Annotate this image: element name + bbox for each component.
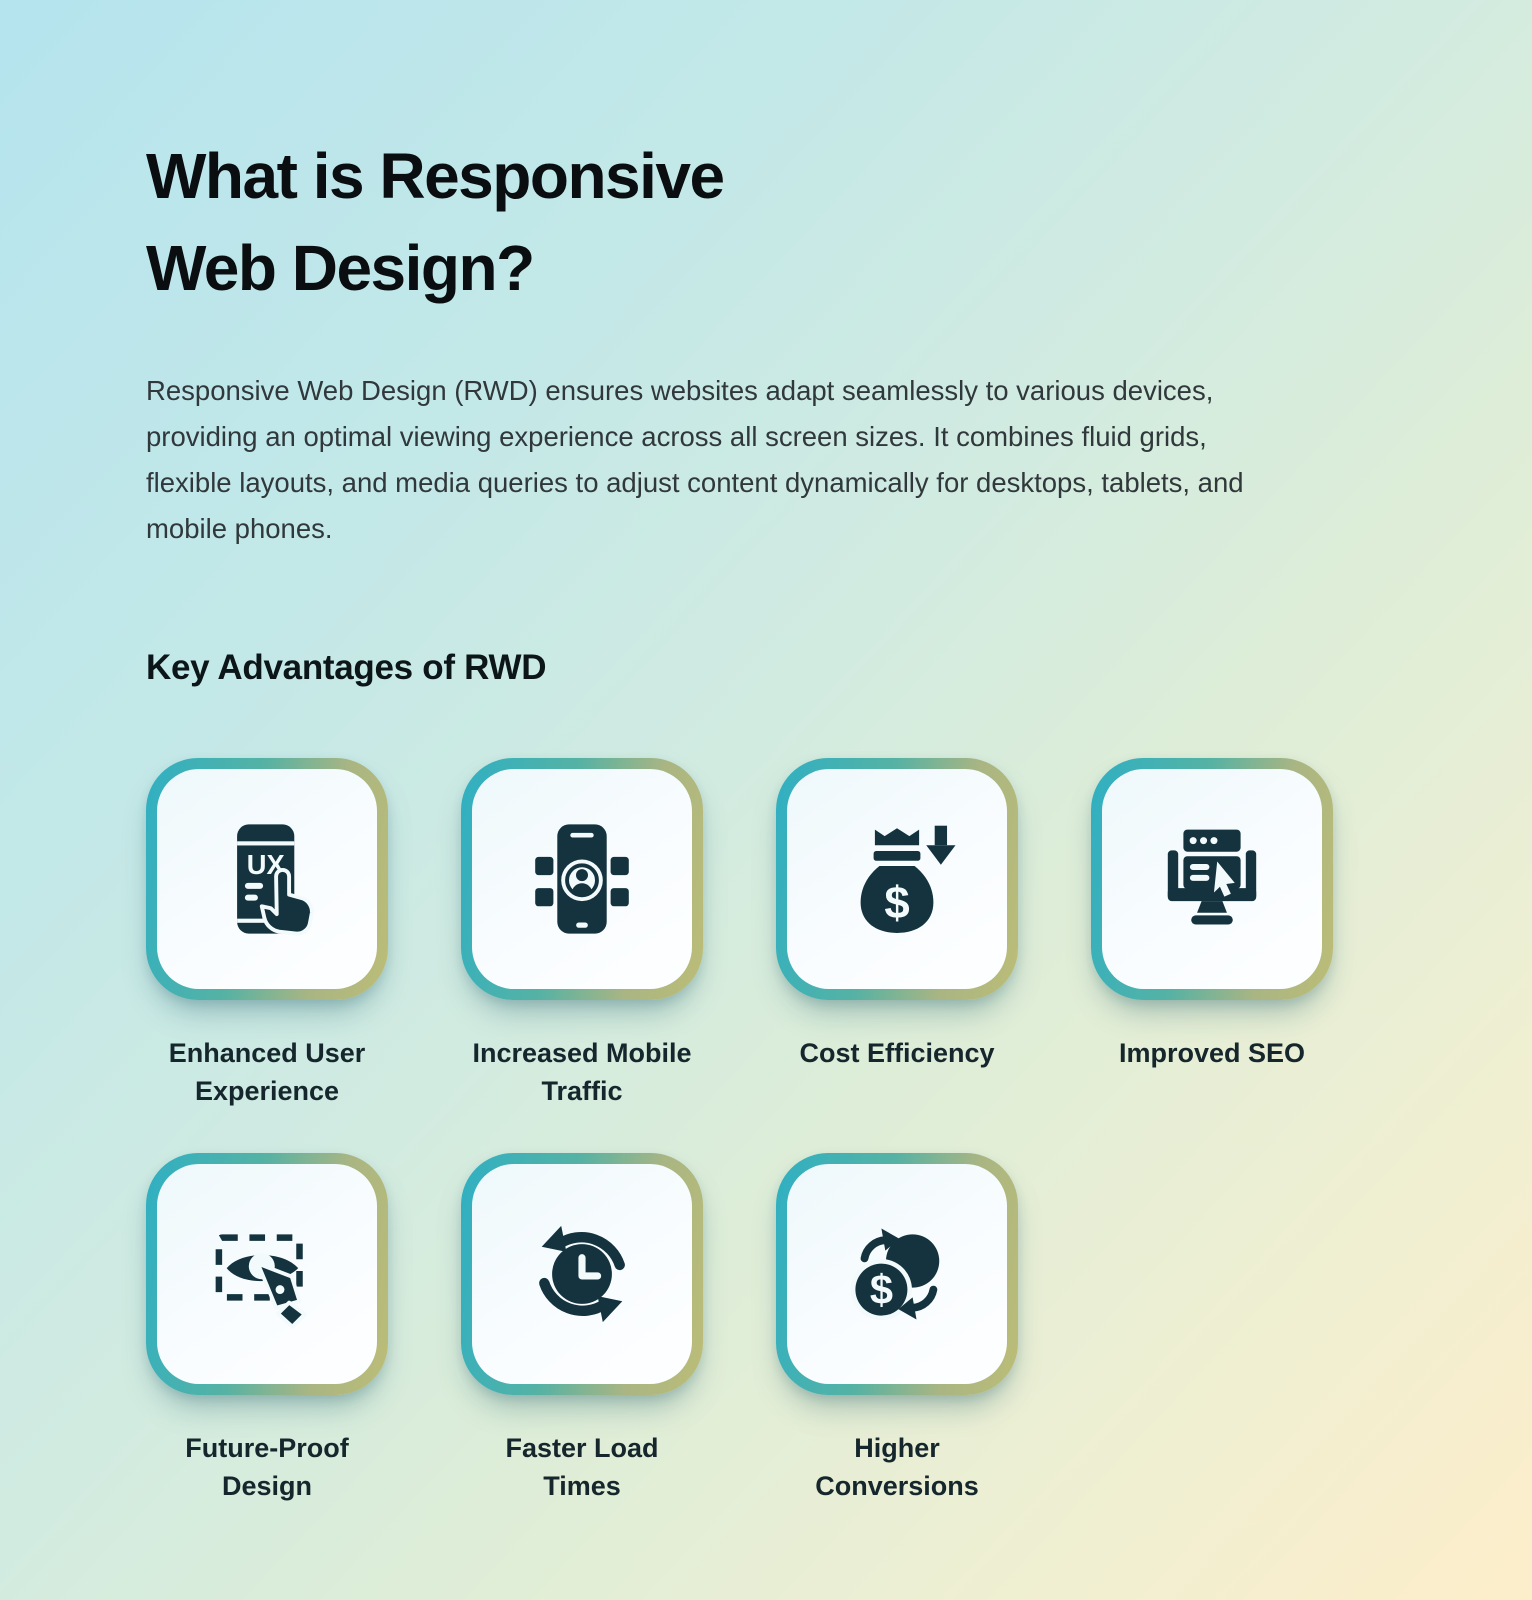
page-title-line1: What is Responsive [146, 140, 725, 212]
currency-exchange-icon: $ [850, 1228, 940, 1321]
card-frame: $ [776, 758, 1018, 1000]
advantage-card-improved-seo: Improved SEO [1091, 758, 1333, 1153]
card-inner [472, 769, 692, 989]
card-frame: $ [776, 1153, 1018, 1395]
advantage-card-cost-efficiency: $ Cost Efficiency [776, 758, 1018, 1153]
card-frame [461, 758, 703, 1000]
advantage-label: Enhanced User Experience [168, 1038, 366, 1106]
design-eye-pen-icon [215, 1234, 307, 1329]
advantage-label: Cost Efficiency [799, 1038, 995, 1068]
ux-phone-touch-icon: UX [237, 824, 314, 936]
advantage-label: Increased Mobile Traffic [472, 1038, 692, 1106]
advantage-card-increased-mobile-traffic: Increased Mobile Traffic [461, 758, 703, 1153]
advantage-card-future-proof-design: Future-Proof Design [146, 1153, 388, 1548]
advantage-label: Faster Load Times [505, 1433, 659, 1501]
advantage-label: Future-Proof Design [185, 1433, 349, 1501]
clock-refresh-icon [539, 1225, 625, 1323]
money-bag-arrow-icon: $ [860, 825, 956, 933]
seo-monitor-cursor-icon [1167, 829, 1257, 925]
page-title-line2: Web Design? [146, 232, 535, 304]
card-frame [1091, 758, 1333, 1000]
section-heading: Key Advantages of RWD [146, 648, 547, 687]
card-frame: UX [146, 758, 388, 1000]
card-inner [472, 1164, 692, 1384]
advantage-card-faster-load-times: Faster Load Times [461, 1153, 703, 1548]
card-inner [1102, 769, 1322, 989]
advantage-label: Improved SEO [1118, 1038, 1306, 1068]
mobile-user-icon [535, 824, 629, 934]
intro-paragraph: Responsive Web Design (RWD) ensures webs… [146, 375, 1244, 544]
svg-text:$: $ [870, 1266, 893, 1313]
card-frame [461, 1153, 703, 1395]
advantage-card-higher-conversions: $ Higher Conversions [776, 1153, 1018, 1548]
card-inner [157, 1164, 377, 1384]
card-inner: $ [787, 769, 1007, 989]
card-inner: UX [157, 769, 377, 989]
advantage-label: Higher Conversions [815, 1433, 979, 1501]
advantage-card-enhanced-user-experience: UX Enhanced User Experience [146, 758, 388, 1153]
svg-text:$: $ [884, 877, 909, 928]
card-inner: $ [787, 1164, 1007, 1384]
advantages-grid: UX Enhanced User Experience [146, 758, 1532, 1548]
card-frame [146, 1153, 388, 1395]
